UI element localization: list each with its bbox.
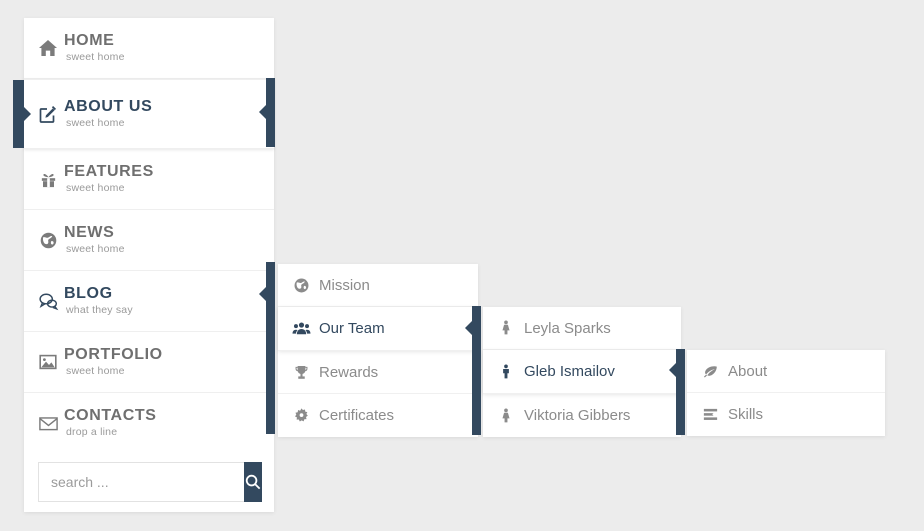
submenu-item-label: Gleb Ismailov: [524, 363, 615, 380]
sidebar-rail-submenu: [259, 262, 275, 434]
sidebar-item-title: BLOG: [64, 284, 113, 302]
sidebar-item-about-us[interactable]: ABOUT US sweet home: [13, 79, 274, 149]
submenu-item-label: Rewards: [319, 363, 379, 381]
rail-notch-icon: [669, 363, 676, 377]
search-button[interactable]: [244, 462, 262, 502]
search-icon: [244, 473, 262, 491]
sidebar-search: [24, 452, 274, 512]
search-input[interactable]: [38, 462, 244, 502]
submenu-item-label: Our Team: [319, 320, 385, 337]
sidebar-item-title: NEWS: [64, 223, 115, 241]
globe-icon: [291, 275, 311, 295]
male-icon: [496, 362, 516, 382]
sidebar-item-subtitle: what they say: [66, 304, 133, 317]
submenu-item-certificates[interactable]: Certificates: [278, 394, 478, 437]
submenu-item-viktoria-gibbers[interactable]: Viktoria Gibbers: [483, 394, 681, 437]
submenu-level-4: About Skills: [687, 350, 885, 436]
sidebar-item-home[interactable]: HOME sweet home: [24, 18, 274, 79]
submenu2-rail: [465, 306, 481, 435]
submenu-item-gleb-ismailov[interactable]: Gleb Ismailov: [483, 350, 681, 394]
tasks-icon: [700, 405, 720, 425]
sidebar-item-subtitle: sweet home: [66, 117, 125, 130]
sidebar-item-subtitle: sweet home: [66, 243, 125, 256]
sidebar-item-title: HOME: [64, 31, 115, 49]
sidebar-item-title: CONTACTS: [64, 406, 157, 424]
submenu-item-mission[interactable]: Mission: [278, 264, 478, 307]
sidebar-item-features[interactable]: FEATURES sweet home: [24, 149, 274, 210]
female-icon: [496, 406, 516, 426]
gift-icon: [37, 168, 59, 190]
sidebar-item-title: FEATURES: [64, 162, 154, 180]
rail-notch-icon: [259, 105, 266, 119]
main-sidebar: HOME sweet home ABOUT US sweet home: [13, 18, 274, 512]
sidebar-item-title: ABOUT US: [64, 97, 153, 115]
sidebar-item-blog[interactable]: BLOG what they say: [24, 271, 274, 332]
leaf-icon: [700, 361, 720, 381]
active-accent-bar: [13, 80, 31, 148]
sidebar-item-portfolio[interactable]: PORTFOLIO sweet home: [24, 332, 274, 393]
trophy-icon: [291, 362, 311, 382]
submenu-item-leyla-sparks[interactable]: Leyla Sparks: [483, 307, 681, 350]
sidebar-item-subtitle: sweet home: [66, 51, 125, 64]
sidebar-item-subtitle: sweet home: [66, 182, 125, 195]
home-icon: [37, 37, 59, 59]
submenu-item-label: Leyla Sparks: [524, 319, 611, 337]
globe-icon: [37, 229, 59, 251]
submenu-level-3: Leyla Sparks Gleb Ismailov Viktoria Gibb…: [483, 307, 681, 437]
submenu-item-about[interactable]: About: [687, 350, 885, 393]
female-icon: [496, 318, 516, 338]
sidebar-item-subtitle: sweet home: [66, 365, 125, 378]
sidebar-item-contacts[interactable]: CONTACTS drop a line: [24, 393, 274, 454]
envelope-icon: [37, 412, 59, 434]
group-icon: [291, 319, 311, 339]
rail-notch-icon: [465, 321, 472, 335]
submenu-level-2: Mission Our Team Rewards: [278, 264, 478, 437]
sidebar-item-news[interactable]: NEWS sweet home: [24, 210, 274, 271]
submenu-item-label: Mission: [319, 276, 370, 294]
submenu-item-label: Skills: [728, 406, 764, 423]
submenu3-rail: [669, 349, 685, 435]
comments-icon: [37, 290, 59, 312]
submenu-item-label: Certificates: [319, 407, 395, 424]
sidebar-item-subtitle: drop a line: [66, 426, 118, 439]
sidebar-item-title: PORTFOLIO: [64, 345, 163, 363]
sidebar-rail-about-us: [259, 78, 275, 147]
submenu-item-label: Viktoria Gibbers: [524, 407, 631, 424]
submenu-item-label: About: [728, 362, 768, 380]
rail-notch-icon: [259, 287, 266, 301]
submenu-item-our-team[interactable]: Our Team: [278, 307, 478, 351]
gear-icon: [291, 406, 311, 426]
edit-icon: [37, 103, 59, 125]
submenu-item-rewards[interactable]: Rewards: [278, 351, 478, 394]
submenu-item-skills[interactable]: Skills: [687, 393, 885, 436]
image-icon: [37, 351, 59, 373]
